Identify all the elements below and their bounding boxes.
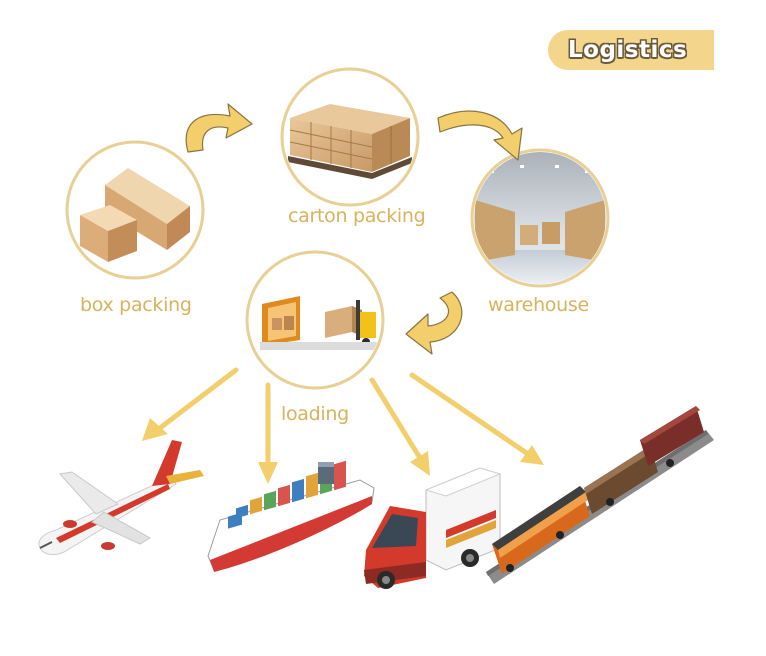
delivery-truck-icon	[364, 468, 500, 589]
carton-packing-step	[282, 69, 418, 205]
freight-train-icon	[486, 406, 714, 584]
warehouse-label: warehouse	[488, 294, 589, 316]
loading-label: loading	[281, 403, 349, 425]
airplane-icon	[39, 440, 204, 555]
arrow-to-truck	[372, 380, 430, 476]
carton-packing-label: carton packing	[288, 205, 425, 227]
curved-arrow-box-to-carton	[186, 104, 252, 152]
curved-arrow-carton-to-warehouse	[438, 111, 522, 160]
curved-arrow-warehouse-to-loading	[406, 292, 462, 354]
arrow-to-airplane	[142, 370, 236, 441]
arrow-to-ship	[258, 385, 278, 484]
loading-step	[247, 252, 383, 388]
box-packing-step	[67, 142, 203, 278]
container-ship-icon	[208, 461, 374, 572]
box-packing-label: box packing	[80, 294, 192, 316]
arrow-to-train	[412, 375, 544, 465]
warehouse-step	[470, 150, 610, 290]
